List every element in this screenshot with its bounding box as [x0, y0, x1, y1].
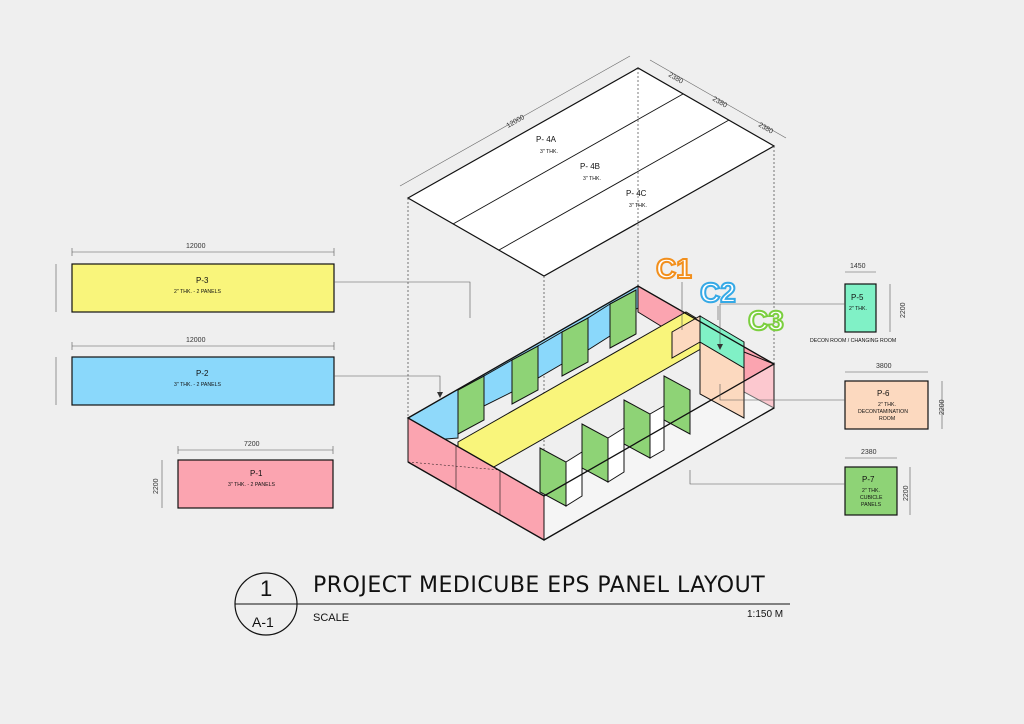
panel-p3-swatch [71, 263, 335, 313]
callout-c3: C3 [747, 304, 785, 337]
p7-desc2: CUBICLE [860, 495, 883, 501]
title-sheet: A-1 [252, 614, 274, 630]
cubicle-partition [609, 289, 637, 349]
scale-value: 1:150 M [747, 609, 783, 620]
left-panel-p3: 12000 P-3 2" THK. - 2 PANELS [55, 243, 471, 318]
roof-label-p4b: P- 4B [580, 162, 600, 171]
roof-dim-width-3: 2380 [757, 122, 774, 136]
callout-c1-label: C1 [656, 253, 692, 284]
page-title: PROJECT MEDICUBE EPS PANEL LAYOUT [313, 573, 765, 598]
panel-p5-swatch [844, 283, 877, 333]
callout-c3-label: C3 [748, 305, 784, 336]
p7-label: P-7 [862, 475, 875, 484]
roof-label-p4c: P- 4C [626, 189, 647, 198]
p7-dim-width: 2380 [861, 449, 877, 456]
cubicle-partition [457, 375, 485, 435]
p1-label: P-1 [250, 469, 263, 478]
p6-desc3: ROOM [879, 416, 895, 422]
p1-desc: 3" THK. - 2 PANELS [228, 482, 275, 488]
left-panel-p2: 12000 P-2 3" THK. - 2 PANELS [55, 337, 443, 406]
container-box [406, 285, 776, 541]
p6-dim-width: 3800 [876, 363, 892, 370]
roof-thk-p4c: 3" THK. [629, 203, 647, 209]
title-block: 1 A-1 PROJECT MEDICUBE EPS PANEL LAYOUT … [234, 572, 790, 636]
p6-desc2: DECONTAMINATION [858, 409, 908, 415]
p1-dim-width: 7200 [244, 441, 260, 448]
panel-p6-swatch [844, 380, 929, 430]
p5-desc: 2" THK. [849, 306, 867, 312]
back-wall-segment [587, 303, 611, 351]
p7-dim-height: 2200 [903, 485, 910, 501]
callout-c2: C2 [699, 276, 737, 320]
roof-joint-line [452, 93, 684, 225]
callout-c2-label: C2 [700, 277, 736, 308]
roof-dimension-line [649, 59, 787, 139]
roof-thk-p4a: 3" THK. [540, 149, 558, 155]
right-panel-p5: 1450 2200 P-5 2" THK. DECON ROOM / CHANG… [717, 263, 907, 350]
p5-caption: DECON ROOM / CHANGING ROOM [810, 338, 896, 344]
right-panel-p7: 2380 2200 P-7 2" THK. CUBICLE PANELS [689, 449, 911, 516]
decon-room-partition [699, 315, 745, 369]
p5-dim-width: 1450 [850, 263, 866, 270]
p2-desc: 3" THK. - 2 PANELS [174, 382, 221, 388]
roof-dim-width-1: 2380 [667, 72, 684, 86]
roof-dimension-line [399, 55, 631, 187]
cubicle-partition [511, 345, 539, 405]
panel-p2-swatch [71, 356, 335, 406]
p3-dim-width: 12000 [186, 243, 206, 250]
p2-dim-width: 12000 [186, 337, 206, 344]
p7-desc3: PANELS [861, 502, 882, 508]
right-panel-p6: 3800 2200 P-6 2" THK. DECONTAMINATION RO… [719, 363, 946, 430]
back-wall-segment [483, 359, 513, 407]
p6-dim-height: 2200 [939, 399, 946, 415]
roof-thk-p4b: 3" THK. [583, 176, 601, 182]
cubicle-partition [663, 375, 691, 435]
scale-label: SCALE [313, 612, 349, 624]
p6-desc: 2" THK. [878, 402, 896, 408]
p5-dim-height: 2200 [900, 302, 907, 318]
roof-label-p4a: P- 4A [536, 135, 557, 144]
p5-label: P-5 [851, 293, 864, 302]
p3-desc: 2" THK. - 2 PANELS [174, 289, 221, 295]
panel-p1-swatch [177, 459, 334, 509]
p6-label: P-6 [877, 389, 890, 398]
roof-dim-width-2: 2380 [711, 96, 728, 110]
p1-dim-height: 2200 [153, 478, 160, 494]
back-wall-segment [537, 331, 563, 379]
p7-desc: 2" THK. [862, 488, 880, 494]
p2-label: P-2 [196, 369, 209, 378]
cubicle-back [649, 405, 665, 459]
roof-assembly: 12000 2380 2380 2380 P- 4A 3" THK. P- 4B… [399, 55, 787, 277]
callout-c1: C1 [655, 252, 693, 330]
roof-dim-length: 12000 [506, 114, 526, 130]
panel-p7-swatch [844, 466, 898, 516]
roof-joint-line [498, 119, 730, 251]
title-number: 1 [260, 576, 272, 601]
left-panel-p1: 7200 2200 P-1 3" THK. - 2 PANELS [153, 441, 334, 509]
p3-label: P-3 [196, 276, 209, 285]
